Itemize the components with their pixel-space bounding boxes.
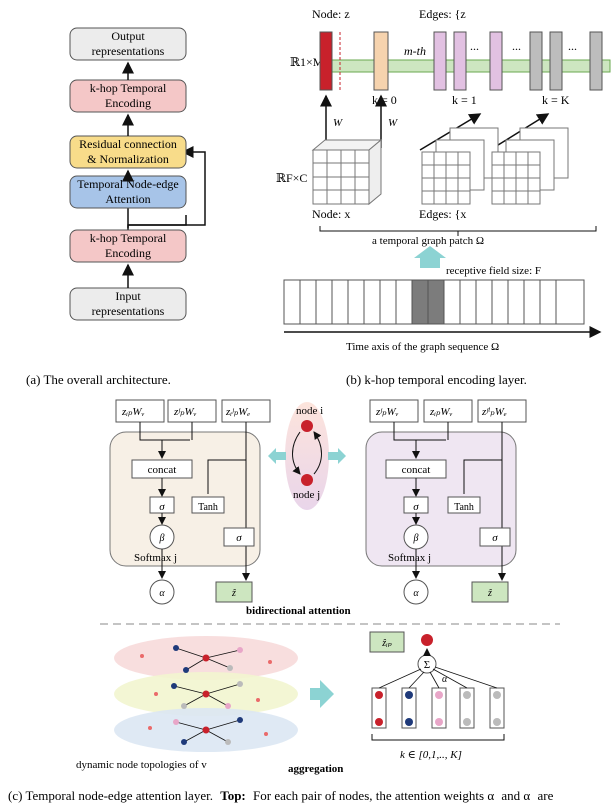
khop-encoding-bottom-box: [69, 229, 187, 263]
k1-columns: ...: [433, 31, 503, 91]
dynamic-topologies: dynamic node topologies of v aggregation: [76, 636, 343, 775]
node-pair: node i node j: [268, 402, 346, 510]
space-top-label: ℝ1×M: [290, 55, 324, 69]
residual-label-2: & Normalization: [87, 152, 169, 166]
attention-label-1: Temporal Node-edge: [77, 177, 178, 191]
panel-c-top-right: zʲₚWᵥ zᵢₚWᵥ zʲⁱₚWₑ concat σ Tanh σ β Sof…: [365, 399, 527, 605]
tanh-left: Tanh: [198, 502, 218, 513]
right-arrow-teal: [310, 680, 334, 708]
kK-columns: ... ...: [512, 31, 603, 91]
svg-text:...: ...: [470, 39, 479, 53]
k0-column: [373, 31, 389, 91]
svg-text:σ: σ: [236, 532, 242, 544]
node-z-label: Node: z: [312, 7, 350, 21]
khop-top-label-2: Encoding: [105, 96, 151, 110]
edge-cubes-kK: [491, 127, 569, 205]
node-embedding-column: [319, 31, 341, 91]
wv-label: W: [333, 117, 343, 129]
khop-bottom-label-2: Encoding: [105, 246, 151, 260]
panel-c-top-left: zᵢₚWᵥ zʲₚWᵥ zᵢʲₚWₑ concat σ Tanh σ β Sof…: [109, 399, 271, 605]
svg-text:β: β: [413, 533, 419, 544]
svg-text:α: α: [413, 588, 419, 599]
svg-text:α: α: [159, 588, 165, 599]
arrow-weK: [489, 113, 550, 151]
khop-bottom-label-1: k-hop Temporal: [90, 231, 167, 245]
edges-z-label: Edges: {z: [419, 7, 466, 21]
svg-text:...: ...: [568, 39, 577, 53]
softmax-left: Softmax j: [134, 552, 177, 564]
residual-arrow: [128, 146, 206, 226]
svg-text:σ: σ: [159, 501, 165, 513]
time-axis-strip: [283, 279, 602, 338]
input-label-2: representations: [92, 304, 165, 318]
receptive-field-label: receptive field size: F: [446, 265, 541, 277]
up-arrow-teal: [414, 246, 446, 268]
kK-label: k = K: [542, 93, 570, 107]
patch-bracket: [319, 226, 597, 236]
svg-text:zʲₚWᵥ: zʲₚWᵥ: [173, 406, 197, 418]
concat-right: concat: [402, 464, 431, 476]
attention-label-2: Attention: [105, 192, 150, 206]
output-box: [69, 27, 187, 61]
svg-text:ẑᵢₚ: ẑᵢₚ: [381, 638, 391, 649]
svg-text:α: α: [442, 674, 448, 685]
bidirectional-label: bidirectional attention: [246, 605, 351, 617]
node-x-label: Node: x: [312, 207, 350, 221]
svg-text:zᵢʲₚWₑ: zᵢʲₚWₑ: [225, 406, 250, 418]
svg-text:zᵢₚWᵥ: zᵢₚWᵥ: [429, 406, 453, 418]
output-label-2: representations: [92, 44, 165, 58]
svg-text:Σ: Σ: [424, 659, 430, 671]
svg-text:ẑ: ẑ: [487, 588, 492, 599]
aggregation-label: aggregation: [288, 763, 343, 775]
k1-label: k = 1: [452, 93, 477, 107]
node-j-label: node j: [293, 489, 320, 501]
k0-label: k = 0: [372, 93, 397, 107]
panel-b-khop-encoding: Node: z Edges: {z ℝ1×M k = 0 ... k = 1 .…: [276, 7, 611, 387]
k-range-label: k ∈ [0,1,.., K]: [400, 749, 462, 761]
svg-text:zʲₚWᵥ: zʲₚWᵥ: [375, 406, 399, 418]
svg-text:...: ...: [512, 39, 521, 53]
dynamic-label: dynamic node topologies of v: [76, 759, 207, 771]
aggregation-diagram: ẑᵢₚ Σ α k ∈ [0,1,.., K]: [369, 631, 505, 761]
svg-text:σ: σ: [413, 501, 419, 513]
svg-text:β: β: [159, 533, 165, 544]
tanh-right: Tanh: [454, 502, 474, 513]
khop-top-label-1: k-hop Temporal: [90, 81, 167, 95]
caption-b: (b) k-hop temporal encoding layer.: [346, 372, 527, 387]
input-label-1: Input: [115, 289, 141, 303]
node-i-label: node i: [296, 405, 323, 417]
edge-cubes-k1: [421, 127, 499, 205]
caption-a: (a) The overall architecture.: [26, 372, 171, 387]
svg-text:zʲⁱₚWₑ: zʲⁱₚWₑ: [481, 406, 507, 418]
output-label-1: Output: [111, 29, 145, 43]
patch-label: a temporal graph patch Ω: [372, 235, 484, 247]
time-axis-label: Time axis of the graph sequence Ω: [346, 341, 499, 353]
svg-text:σ: σ: [492, 532, 498, 544]
softmax-right: Softmax j: [388, 552, 431, 564]
we0-label: W: [388, 117, 398, 129]
svg-text:zᵢₚWᵥ: zᵢₚWᵥ: [121, 406, 145, 418]
caption-c: (c) Temporal node-edge attention layer. …: [8, 788, 554, 803]
panel-a-architecture: Output representations k-hop Temporal En…: [26, 27, 206, 387]
space-bottom-label: ℝF×C: [276, 171, 307, 185]
edges-x-label: Edges: {x: [419, 207, 466, 221]
node-cube: [311, 138, 383, 206]
svg-text:ẑ: ẑ: [231, 588, 236, 599]
concat-left: concat: [148, 464, 177, 476]
m-th-label: m-th: [404, 44, 426, 58]
residual-label-1: Residual connection: [79, 137, 177, 151]
